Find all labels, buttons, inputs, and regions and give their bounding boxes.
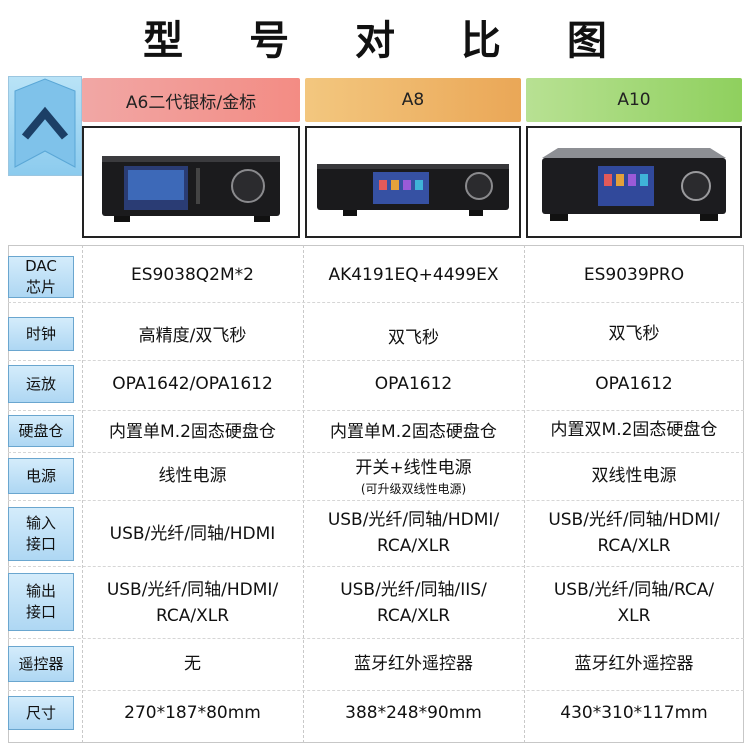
row-label-power: 电源 — [8, 458, 74, 494]
row-divider — [8, 690, 744, 691]
model-header-a8: A8 — [305, 78, 521, 122]
column-divider — [303, 245, 304, 743]
cell-a8-power: 开关+线性电源 (可升级双线性电源) — [303, 452, 524, 500]
cell-a10-drive-bay: 内置双M.2固态硬盘仓 — [550, 420, 718, 440]
cell-a6-dac: ES9038Q2M*2 — [131, 265, 254, 285]
row-divider — [8, 500, 744, 501]
cell-a6-size: 270*187*80mm — [124, 703, 261, 723]
cell-a8-input: USB/光纤/同轴/HDMI/ RCA/XLR — [327, 510, 500, 556]
row-label-size: 尺寸 — [8, 696, 74, 730]
row-label-output: 输出 接口 — [8, 573, 74, 631]
cell-a8-drive-bay: 内置单M.2固态硬盘仓 — [330, 422, 497, 442]
cell-a6-input: USB/光纤/同轴/HDMI — [109, 524, 276, 544]
cell-a10-opamp: OPA1612 — [595, 374, 673, 394]
row-label-drive-bay: 硬盘仓 — [8, 415, 74, 447]
cell-a6-power: 线性电源 — [158, 466, 227, 486]
a6-product-photo — [82, 126, 300, 238]
cell-a8-dac: AK4191EQ+4499EX — [328, 265, 499, 285]
row-divider — [8, 360, 744, 361]
cell-a8-power-note: (可升级双线性电源) — [360, 482, 467, 496]
row-label-remote: 遥控器 — [8, 646, 74, 682]
cell-a10-power: 双线性电源 — [591, 466, 677, 486]
cell-a10-output: USB/光纤/同轴/RCA/ XLR — [553, 580, 715, 626]
cell-a6-output: USB/光纤/同轴/HDMI/ RCA/XLR — [106, 580, 279, 626]
cell-a10-input: USB/光纤/同轴/HDMI/ RCA/XLR — [548, 510, 720, 556]
cell-a8-clock: 双飞秒 — [388, 328, 439, 348]
row-label-dac: DAC 芯片 — [8, 256, 74, 298]
cell-a10-remote: 蓝牙红外遥控器 — [574, 654, 694, 674]
a10-product-photo — [526, 126, 742, 238]
cell-a10-clock: 双飞秒 — [608, 324, 660, 344]
cell-a8-power-main: 开关+线性电源 — [355, 458, 472, 478]
row-divider — [8, 638, 744, 639]
row-label-clock: 时钟 — [8, 317, 74, 351]
cell-a10-size: 430*310*117mm — [560, 703, 708, 723]
table-frame — [8, 245, 744, 743]
a8-product-photo — [305, 126, 521, 238]
row-label-opamp: 运放 — [8, 365, 74, 403]
cell-a6-opamp: OPA1642/OPA1612 — [112, 374, 273, 394]
model-header-a6: A6二代银标/金标 — [82, 78, 300, 122]
column-divider — [82, 245, 83, 743]
chevron-up-icon — [14, 78, 76, 168]
row-divider — [8, 410, 744, 411]
cell-a10-dac: ES9039PRO — [583, 265, 685, 285]
cell-a8-size: 388*248*90mm — [345, 703, 482, 723]
row-divider — [8, 302, 744, 303]
page-title: 型 号 对 比 图 — [143, 18, 633, 64]
row-divider — [8, 566, 744, 567]
column-divider — [524, 245, 525, 743]
cell-a8-opamp: OPA1612 — [374, 374, 453, 394]
cell-a8-output: USB/光纤/同轴/IIS/ RCA/XLR — [340, 580, 487, 626]
model-header-a10: A10 — [526, 78, 742, 122]
cell-a6-remote: 无 — [184, 654, 201, 674]
cell-a8-remote: 蓝牙红外遥控器 — [354, 654, 473, 674]
corner-emblem — [8, 76, 82, 176]
cell-a6-drive-bay: 内置单M.2固态硬盘仓 — [109, 422, 276, 442]
row-divider — [8, 452, 744, 453]
row-label-input: 输入 接口 — [8, 507, 74, 561]
cell-a6-clock: 高精度/双飞秒 — [138, 326, 247, 346]
